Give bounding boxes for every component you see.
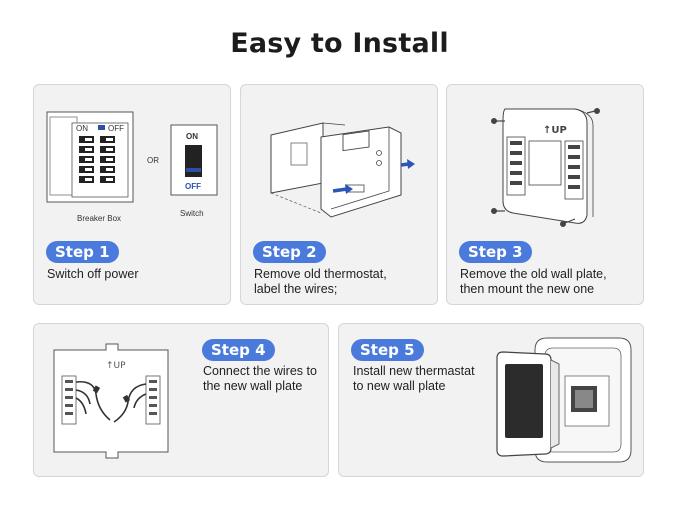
step-3-card: ↑UP Step 3 Remove the old wall plate, th… xyxy=(446,84,644,305)
remove-thermostat-illustration xyxy=(270,122,415,218)
svg-text:↑UP: ↑UP xyxy=(106,361,126,371)
svg-text:↑UP: ↑UP xyxy=(543,125,567,136)
switch-on-label: ON xyxy=(186,132,198,141)
step-4-badge: Step 4 xyxy=(202,339,275,361)
step-2-description: Remove old thermostat, label the wires; xyxy=(254,267,387,296)
breaker-box-caption: Breaker Box xyxy=(77,214,121,223)
step-5-badge: Step 5 xyxy=(351,339,424,361)
step-5-description: Install new thermastat to new wall plate xyxy=(353,364,475,393)
step-4-description: Connect the wires to the new wall plate xyxy=(203,364,317,393)
step-1-description: Switch off power xyxy=(47,267,139,281)
breaker-box-illustration: ON OFF Breaker Box OR ON OFF Switch xyxy=(46,111,218,223)
breaker-on-label: ON xyxy=(76,124,88,133)
step-1-badge: Step 1 xyxy=(46,241,119,263)
page-title: Easy to Install xyxy=(230,28,449,59)
install-thermostat-illustration xyxy=(496,337,632,463)
switch-caption: Switch xyxy=(180,209,204,218)
step-2-badge: Step 2 xyxy=(253,241,326,263)
step-1-card: ON OFF Breaker Box OR ON OFF Switch Step… xyxy=(33,84,231,305)
mount-wall-plate-illustration: ↑UP xyxy=(490,108,601,228)
connect-wires-illustration: ↑UP xyxy=(53,343,169,459)
step-5-card: Step 5 Install new thermastat to new wal… xyxy=(338,323,644,477)
or-text: OR xyxy=(147,156,159,165)
step-3-badge: Step 3 xyxy=(459,241,532,263)
step-4-card: ↑UP Step 4 Connect the wires to the new xyxy=(33,323,329,477)
step-2-card: Step 2 Remove old thermostat, label the … xyxy=(240,84,438,305)
breaker-off-label: OFF xyxy=(108,124,124,133)
switch-off-label: OFF xyxy=(185,182,201,191)
step-3-description: Remove the old wall plate, then mount th… xyxy=(460,267,607,296)
